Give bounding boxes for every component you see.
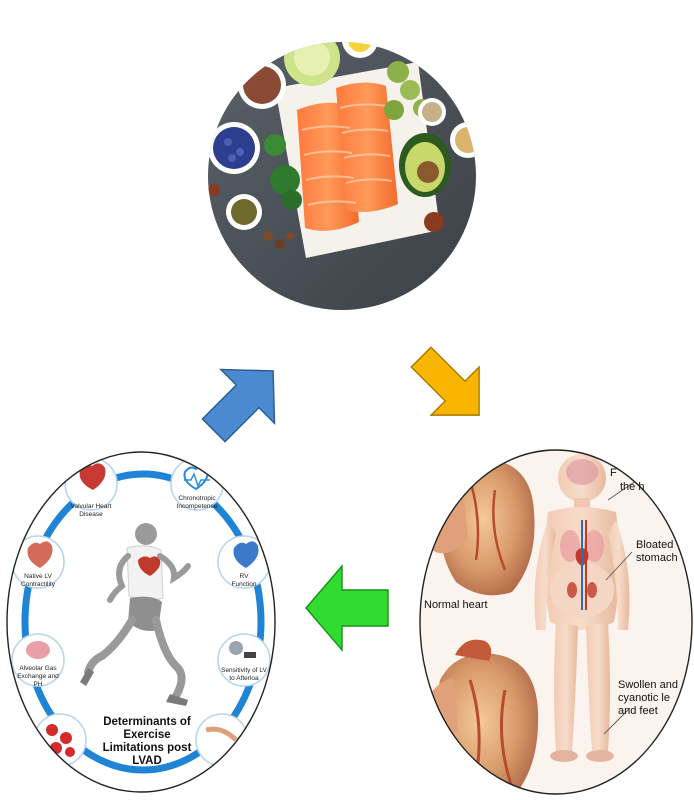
- swollen-label-2: cyanotic le: [618, 692, 670, 704]
- arrow-heart-failure-to-exercise: [305, 564, 389, 652]
- node-alveolar-label-3: PH: [33, 681, 43, 688]
- node-rv-label-1: RV: [239, 573, 249, 580]
- partial-label-the-h: the h: [620, 481, 645, 493]
- food-photo: [208, 42, 476, 310]
- node-lv-label-1: Native LV: [24, 573, 52, 580]
- lvad-device-icon: [229, 641, 256, 658]
- arrow-food-to-heart-failure: [410, 346, 480, 416]
- node-sensitivity-label-1: Sensitivity of LV: [221, 667, 267, 674]
- partial-label-top: F: [610, 467, 617, 479]
- lungs-icon: [26, 641, 50, 659]
- arrow-exercise-to-food: [201, 368, 276, 443]
- heart-failure-illustration: [419, 449, 693, 795]
- node-valvular-label-2: Disease: [79, 511, 103, 518]
- exercise-title-line-3: Limitations post: [102, 742, 192, 754]
- valvular-heart-icon: [79, 463, 106, 490]
- determinants-ring: [21, 470, 265, 774]
- swollen-label-1: Swollen and: [618, 679, 678, 691]
- bloated-stomach-label-1: Bloated: [636, 539, 674, 551]
- normal-heart-label: Normal heart: [424, 599, 488, 611]
- node-chrono-label-2: Incompetence: [176, 503, 218, 510]
- node-alveolar-label-2: Exchange and: [17, 673, 59, 680]
- human-body-anatomy: [534, 454, 630, 762]
- node-lv-label-2: Contractility: [21, 581, 55, 588]
- vessel-icon: [205, 726, 238, 742]
- node-rv-label-2: Function: [231, 581, 257, 588]
- rv-heart-icon: [233, 541, 259, 568]
- lv-heart-icon: [27, 541, 53, 568]
- node-sensitivity-label-2: to Afterloa: [229, 675, 259, 682]
- swollen-label-3: and feet: [618, 705, 658, 717]
- node-valvular-label-1: Valvular Heart: [70, 503, 112, 510]
- exercise-title-line-4: LVAD: [132, 755, 162, 767]
- bloated-stomach-label-2: stomach: [636, 552, 678, 564]
- runner-figure: [80, 523, 191, 706]
- node-chrono-label-1: Chronotropic: [178, 495, 216, 502]
- exercise-title-line-2: Exercise: [123, 729, 171, 741]
- node-alveolar-label-1: Alveolar Gas: [19, 665, 57, 672]
- exercise-title-line-1: Determinants of: [103, 716, 191, 728]
- exercise-illustration: [6, 451, 276, 793]
